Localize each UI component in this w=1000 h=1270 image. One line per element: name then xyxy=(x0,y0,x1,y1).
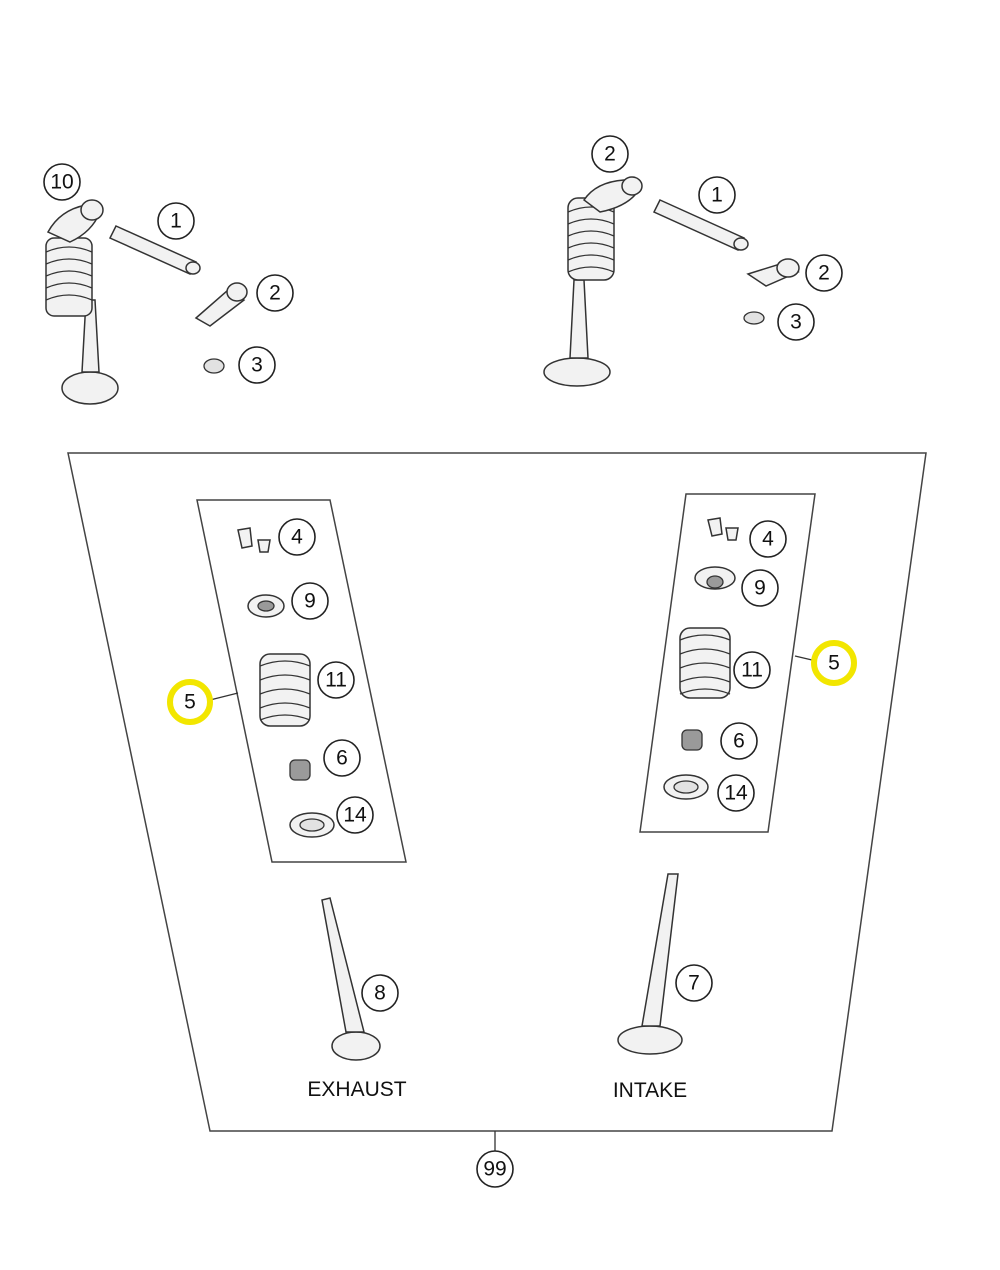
callout-14-intake: 14 xyxy=(717,774,755,812)
intake-spring-kit-frame xyxy=(639,493,816,833)
svg-text:2: 2 xyxy=(818,262,830,285)
callout-8: 8 xyxy=(361,974,399,1012)
valve-spring-intake xyxy=(679,627,731,699)
svg-text:6: 6 xyxy=(336,747,348,770)
exhaust-valve xyxy=(321,897,381,1061)
callout-10: 10 xyxy=(43,163,81,201)
callout-9-intake: 9 xyxy=(741,569,779,607)
callout-3-right: 3 xyxy=(777,303,815,341)
svg-text:14: 14 xyxy=(343,804,367,827)
callout-2-right-top: 2 xyxy=(591,135,629,173)
svg-text:1: 1 xyxy=(711,184,723,207)
callout-4-intake: 4 xyxy=(749,520,787,558)
svg-text:3: 3 xyxy=(251,354,263,377)
svg-text:4: 4 xyxy=(291,526,303,549)
rocker-arm-top-left xyxy=(194,282,248,327)
rocker-arm-top-right xyxy=(746,258,800,287)
svg-text:4: 4 xyxy=(762,528,774,551)
spring-seat-exhaust xyxy=(289,812,335,838)
rocker-shaft-top-right xyxy=(652,199,749,251)
svg-text:11: 11 xyxy=(741,659,763,682)
shim-top-right xyxy=(743,311,765,325)
callout-5-intake-highlighted: 5 xyxy=(811,640,857,686)
callout-2-left: 2 xyxy=(256,274,294,312)
callout-99: 99 xyxy=(476,1150,514,1188)
spring-seat-intake xyxy=(663,774,709,800)
intake-label: INTAKE xyxy=(613,1079,687,1102)
svg-text:2: 2 xyxy=(604,143,616,166)
valve-spring-exhaust xyxy=(259,653,311,727)
svg-text:14: 14 xyxy=(724,782,748,805)
callout-7: 7 xyxy=(675,964,713,1002)
intake-valve xyxy=(617,873,683,1055)
valve-keeper-exhaust xyxy=(237,527,271,553)
svg-text:8: 8 xyxy=(374,982,386,1005)
intake-valve-assembly-top xyxy=(543,176,643,387)
svg-text:6: 6 xyxy=(733,730,745,753)
callout-4-exhaust: 4 xyxy=(278,518,316,556)
callout-3-left: 3 xyxy=(238,346,276,384)
svg-text:9: 9 xyxy=(304,590,316,613)
callout-1-right: 1 xyxy=(698,176,736,214)
callout-6-intake: 6 xyxy=(720,722,758,760)
callout-1-left: 1 xyxy=(157,202,195,240)
svg-text:3: 3 xyxy=(790,311,802,334)
callout-11-intake: 11 xyxy=(733,651,771,689)
svg-text:5: 5 xyxy=(828,652,840,675)
callout-6-exhaust: 6 xyxy=(323,739,361,777)
exhaust-valve-assembly-top xyxy=(45,199,119,405)
svg-text:10: 10 xyxy=(50,171,73,194)
valve-keeper-intake xyxy=(707,517,739,541)
svg-text:2: 2 xyxy=(269,282,281,305)
svg-text:5: 5 xyxy=(184,691,196,714)
callout-9-exhaust: 9 xyxy=(291,582,329,620)
callout-5-exhaust-highlighted: 5 xyxy=(167,679,213,725)
callout-2-right: 2 xyxy=(805,254,843,292)
svg-text:1: 1 xyxy=(170,210,182,233)
svg-text:11: 11 xyxy=(325,669,347,692)
svg-text:9: 9 xyxy=(754,577,766,600)
shim-top-left xyxy=(203,358,225,374)
rocker-shaft-top-left xyxy=(108,225,201,275)
spring-retainer-exhaust xyxy=(247,594,285,618)
svg-text:99: 99 xyxy=(483,1158,506,1181)
exhaust-label: EXHAUST xyxy=(307,1078,406,1101)
valve-stem-seal-exhaust xyxy=(289,759,311,781)
callout-14-exhaust: 14 xyxy=(336,796,374,834)
svg-text:7: 7 xyxy=(688,972,700,995)
exhaust-spring-kit-frame xyxy=(196,499,407,863)
valve-kit-frame xyxy=(67,452,927,1132)
spring-retainer-intake xyxy=(694,566,736,590)
valve-stem-seal-intake xyxy=(681,729,703,751)
callout-11-exhaust: 11 xyxy=(317,661,355,699)
